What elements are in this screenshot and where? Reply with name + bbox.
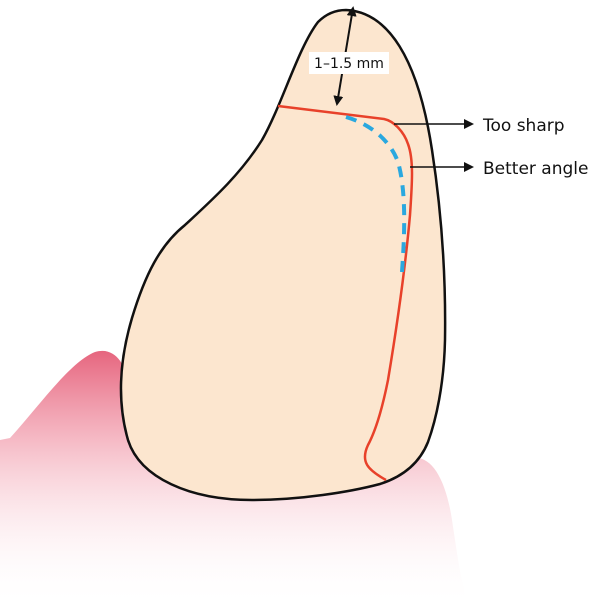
better-angle-label: Better angle [483, 159, 588, 179]
too-sharp-label: Too sharp [482, 116, 565, 136]
tooth-crown [121, 10, 445, 500]
measurement-label: 1–1.5 mm [314, 56, 384, 72]
